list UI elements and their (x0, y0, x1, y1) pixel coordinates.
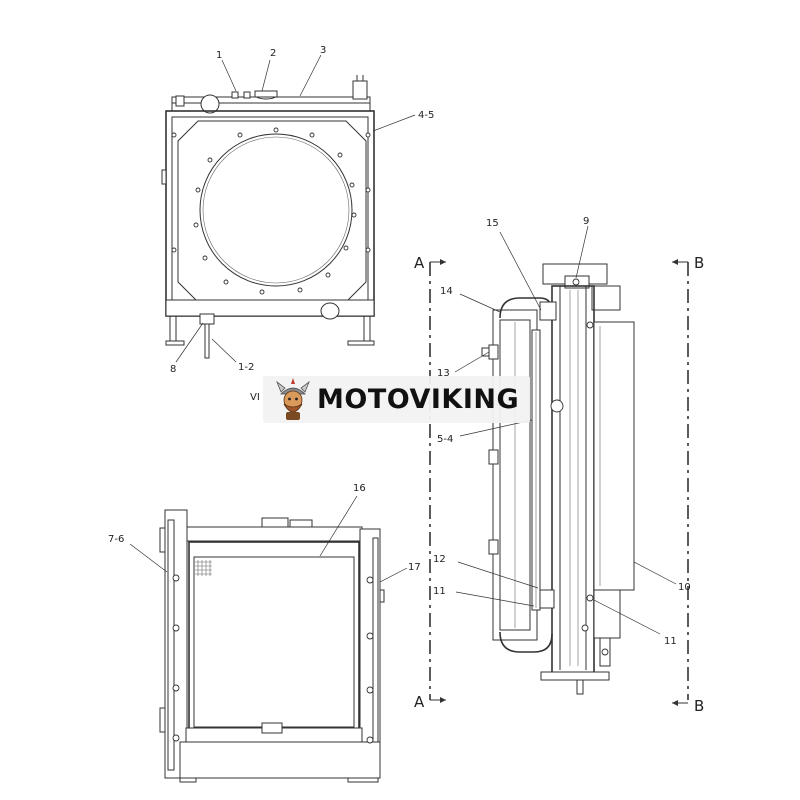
view-label: VI (250, 392, 260, 403)
callout-2: 2 (270, 48, 276, 59)
callout-11-left: 11 (433, 586, 446, 597)
section-b-bottom: B (694, 697, 704, 715)
callout-16: 16 (353, 483, 366, 494)
core-fin-pattern (195, 560, 212, 576)
side-view-radiator (481, 263, 635, 695)
section-a-top: A (414, 254, 425, 272)
callout-11-right: 11 (664, 636, 677, 647)
callout-17: 17 (408, 562, 421, 573)
brand-name: MOTOVIKING (317, 384, 520, 415)
leader-lines-rear (129, 495, 408, 583)
callout-14: 14 (440, 286, 453, 297)
shroud-bolts (171, 127, 371, 295)
callout-9: 9 (583, 216, 589, 227)
callout-7-6: 7-6 (108, 534, 124, 545)
rear-view-radiator (159, 509, 385, 783)
callout-3: 3 (320, 45, 326, 56)
leader-lines-side (454, 225, 677, 635)
callout-12: 12 (433, 554, 446, 565)
callout-10: 10 (678, 582, 691, 593)
callout-4-5: 4-5 (418, 110, 434, 121)
callout-1: 1 (216, 50, 222, 61)
callout-labels: 1 2 3 4-5 8 1-2 VI 15 9 14 13 5-4 12 11 … (108, 45, 691, 647)
section-letters: A A B B (414, 254, 704, 715)
viking-mascot-icon (276, 377, 310, 420)
section-lines (429, 259, 689, 706)
section-a-bottom: A (414, 693, 425, 711)
callout-13: 13 (437, 368, 450, 379)
callout-8: 8 (170, 364, 176, 375)
front-view-radiator (161, 75, 375, 359)
callout-5-4: 5-4 (437, 434, 453, 445)
brand-watermark: MOTOVIKING (263, 376, 530, 423)
section-b-top: B (694, 254, 704, 272)
leader-lines-front (175, 54, 416, 363)
side-mount-bolts (172, 574, 374, 744)
callout-1-2: 1-2 (238, 362, 254, 373)
callout-15: 15 (486, 218, 499, 229)
